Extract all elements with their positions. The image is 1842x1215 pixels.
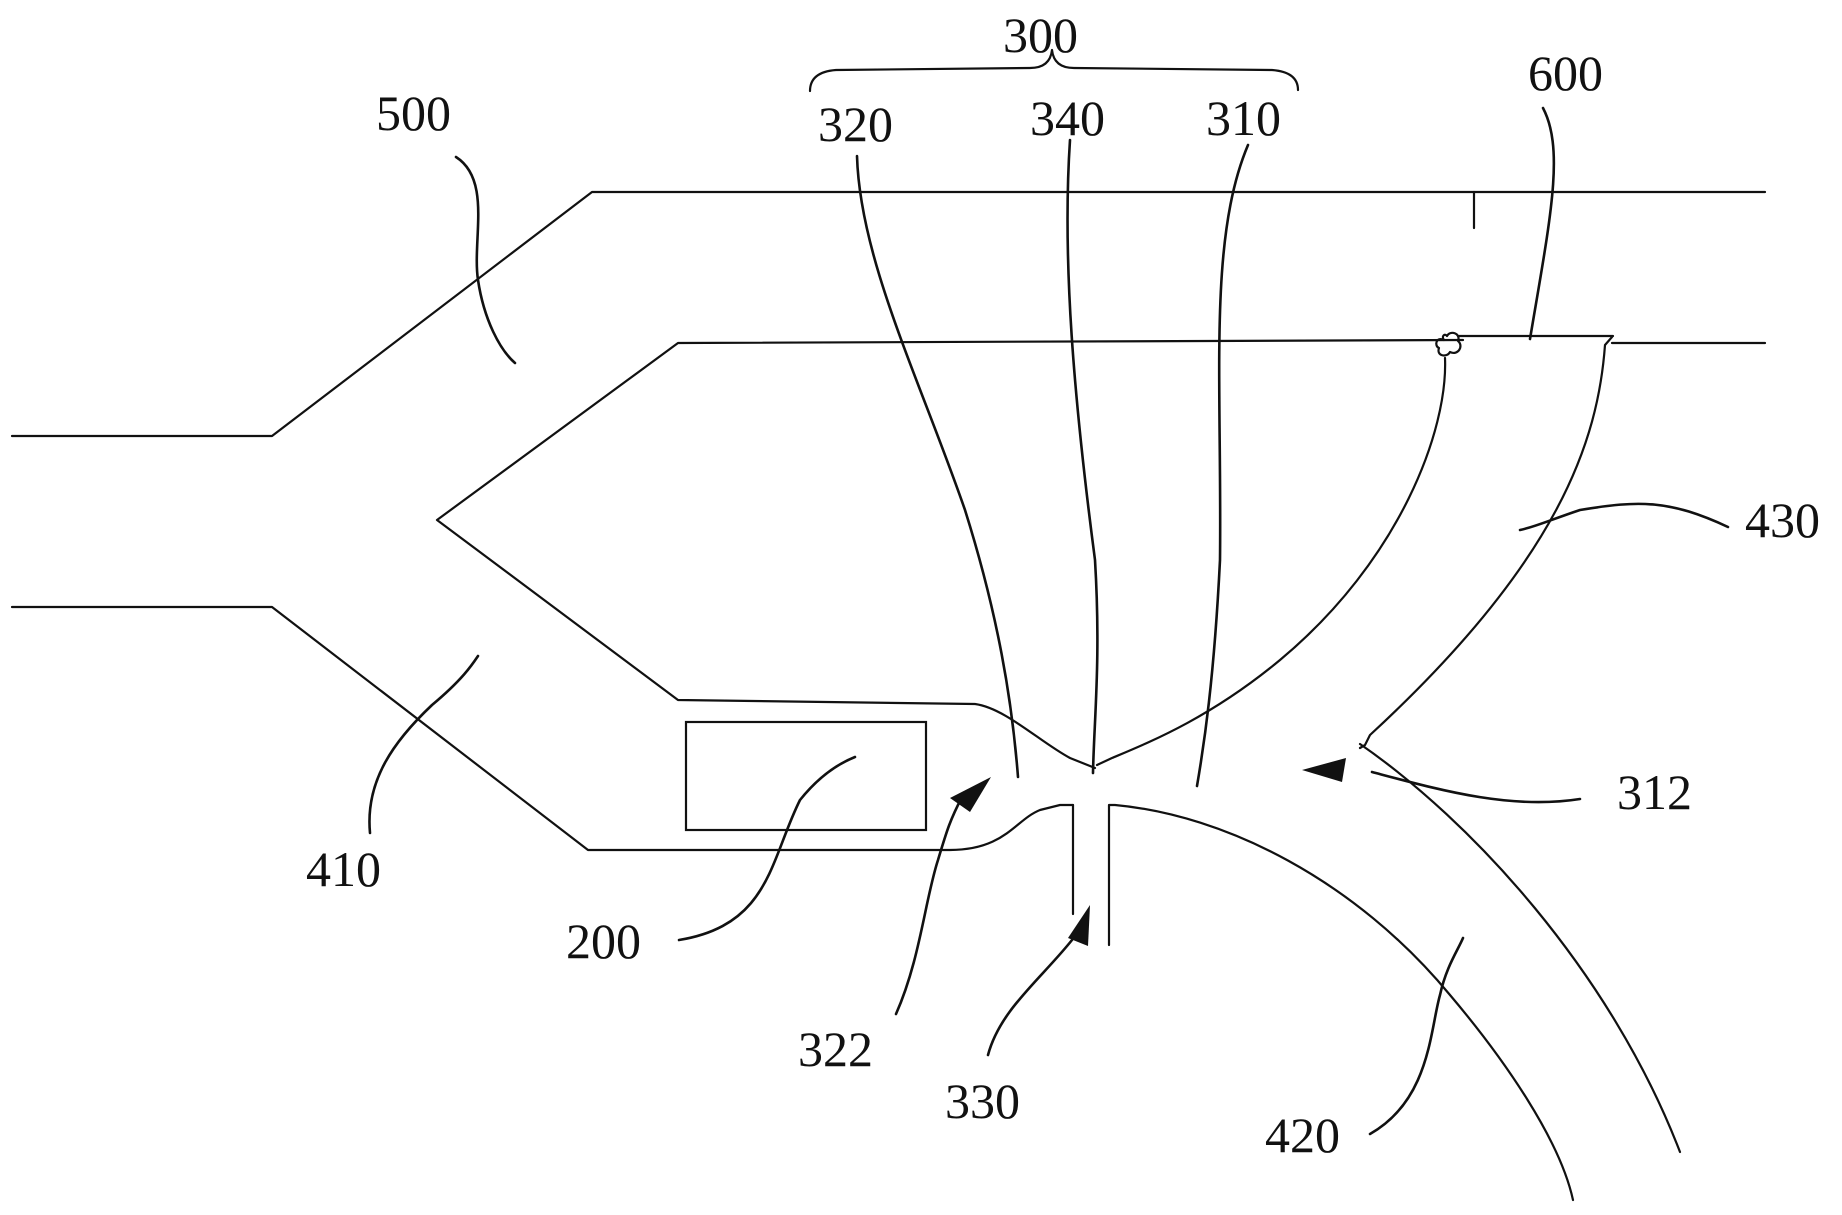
reference-numerals: 300 320 340 310 600 500 430 410 312 200 … bbox=[306, 7, 1820, 1163]
label-500: 500 bbox=[376, 85, 451, 141]
leader-322 bbox=[894, 793, 965, 1016]
leader-340 bbox=[1066, 138, 1099, 775]
leader-310 bbox=[1195, 143, 1250, 788]
channel-outlines bbox=[10, 190, 1767, 1202]
label-330: 330 bbox=[945, 1073, 1020, 1129]
channel-divider-wall bbox=[435, 338, 1767, 770]
label-420: 420 bbox=[1265, 1107, 1340, 1163]
leader-500 bbox=[454, 155, 517, 365]
leader-320 bbox=[855, 154, 1020, 779]
label-200: 200 bbox=[566, 913, 641, 969]
label-322: 322 bbox=[798, 1021, 873, 1077]
component-200-box bbox=[684, 720, 928, 832]
arrow-330-head bbox=[1068, 905, 1090, 946]
label-300: 300 bbox=[1003, 7, 1078, 63]
label-410: 410 bbox=[306, 841, 381, 897]
arrow-312-head bbox=[1302, 758, 1346, 782]
leader-312 bbox=[1370, 770, 1582, 804]
channel-500-outer-wall bbox=[10, 190, 1767, 438]
label-430: 430 bbox=[1745, 492, 1820, 548]
label-600: 600 bbox=[1528, 45, 1603, 101]
leader-lines bbox=[368, 48, 1730, 1136]
channel-310-inner-wall bbox=[1095, 356, 1447, 767]
leader-200 bbox=[677, 755, 857, 942]
arrowheads bbox=[950, 758, 1346, 946]
branch-430-outer-wall bbox=[1358, 335, 1682, 1154]
leader-330 bbox=[986, 938, 1074, 1057]
slot-330-right-wall bbox=[1107, 803, 1575, 1202]
leader-420 bbox=[1368, 936, 1465, 1136]
label-320: 320 bbox=[818, 96, 893, 152]
joint-blob-600 bbox=[1435, 331, 1462, 357]
brace-300 bbox=[808, 48, 1300, 93]
label-312: 312 bbox=[1617, 764, 1692, 820]
label-340: 340 bbox=[1030, 90, 1105, 146]
leader-410 bbox=[368, 654, 480, 835]
channel-410-lower-wall bbox=[10, 605, 1075, 852]
leader-600 bbox=[1528, 106, 1556, 341]
leader-430 bbox=[1518, 502, 1730, 532]
arrow-322-head bbox=[950, 777, 991, 812]
label-310: 310 bbox=[1206, 90, 1281, 146]
